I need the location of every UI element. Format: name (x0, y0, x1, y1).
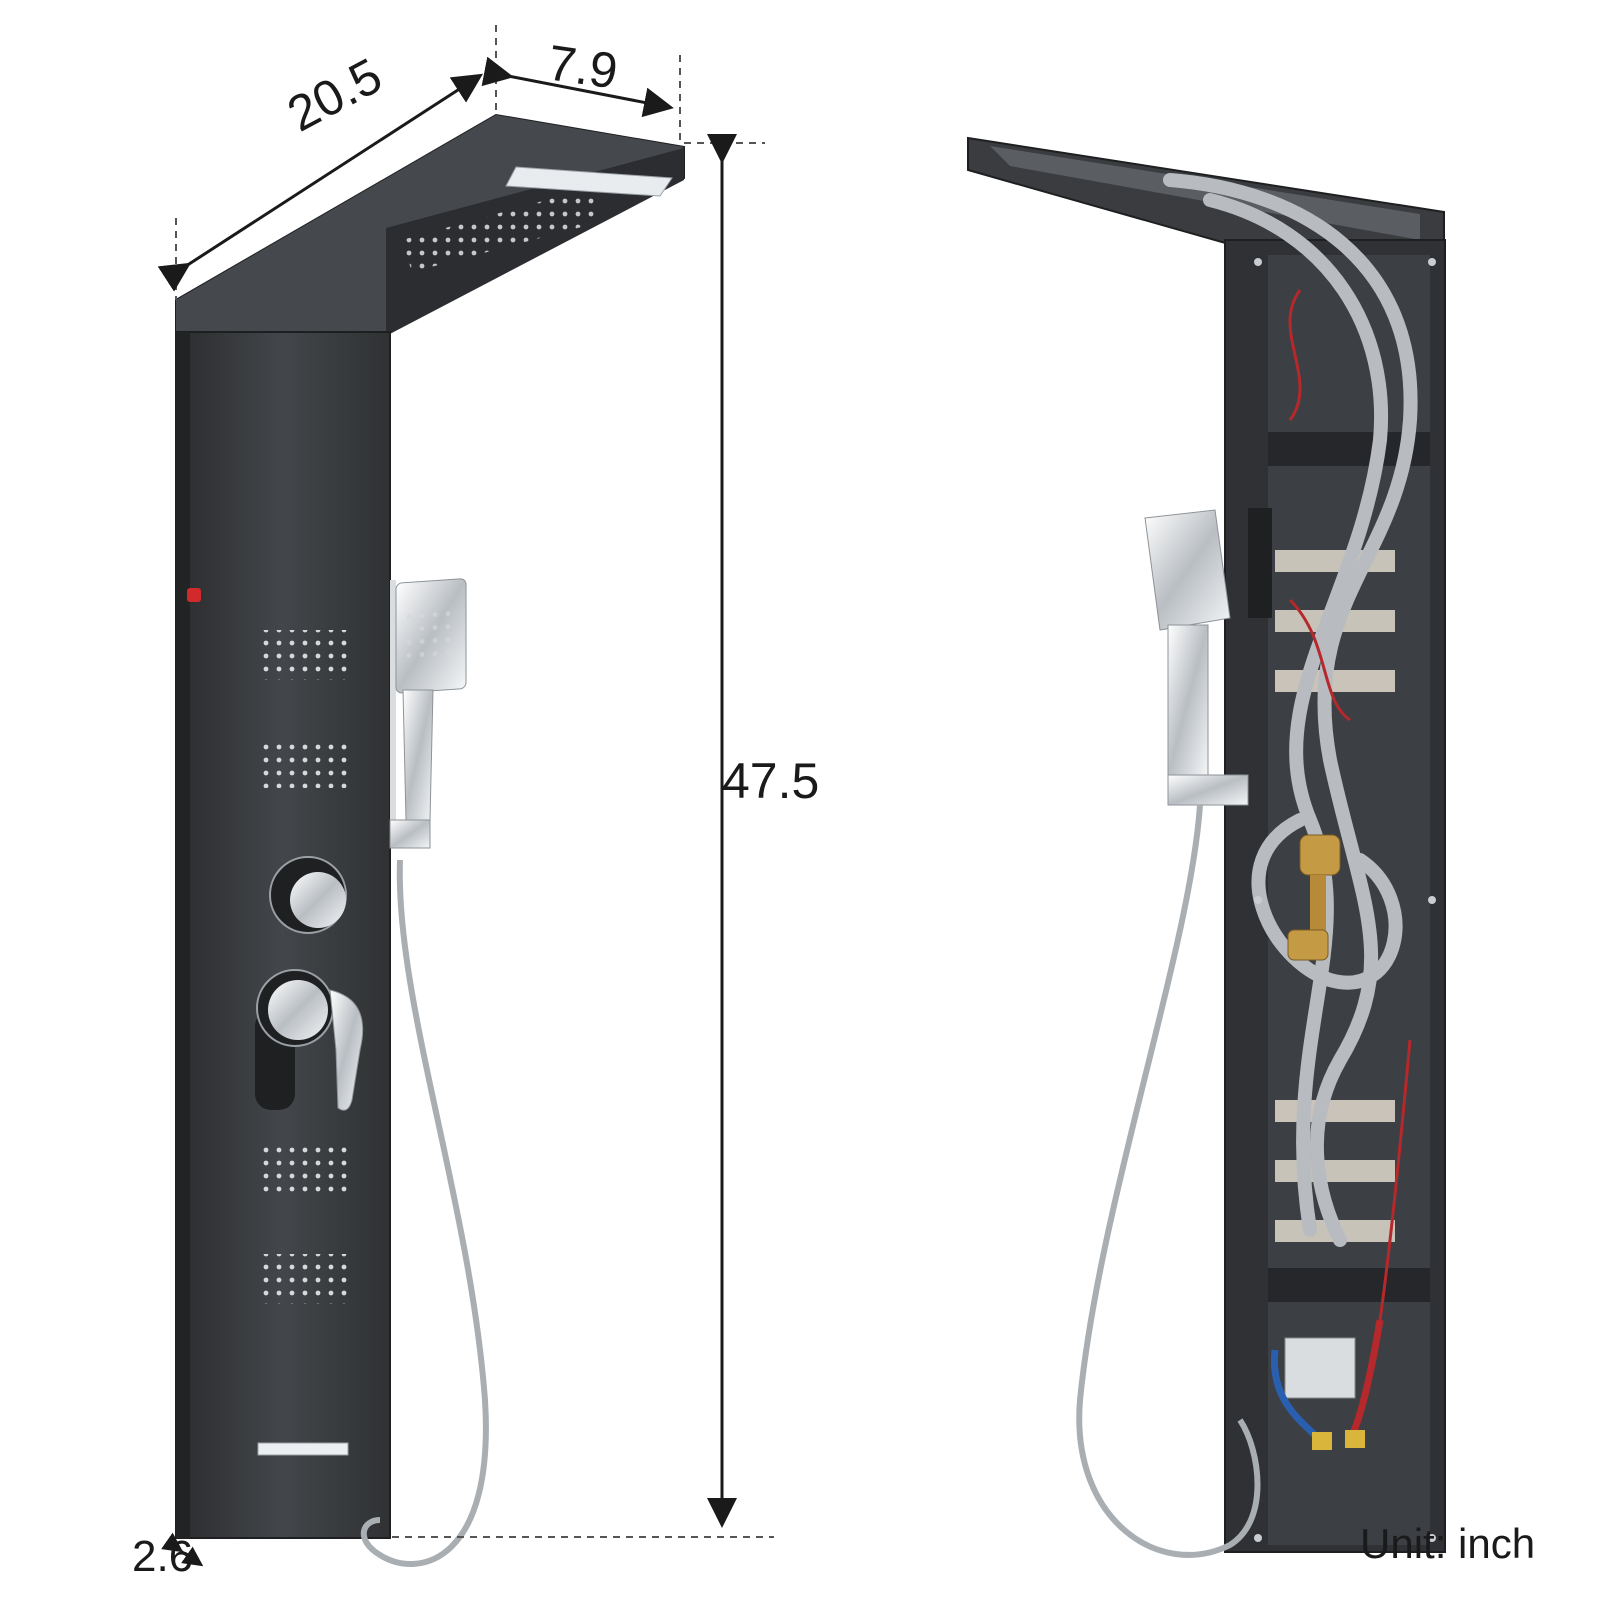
width-arrow (157, 73, 484, 292)
panel-column (175, 331, 391, 1539)
temperature-indicator (187, 588, 201, 602)
body-jet-1 (262, 630, 354, 680)
led-wire (1288, 289, 1412, 1321)
depth-label: 7.9 (544, 34, 622, 100)
hand-shower-hose (360, 859, 489, 1567)
frame-screws (1254, 258, 1436, 1542)
back-shower-panel (967, 136, 1446, 1558)
unit-label: Unit: inch (1360, 1520, 1536, 1567)
height-label: 47.5 (722, 753, 820, 809)
dimension-lines (157, 25, 774, 1567)
waterfall-slot (505, 166, 673, 197)
bottom-waterfall-spout (257, 1442, 349, 1456)
diverter-knob (269, 856, 347, 934)
front-shower-panel (175, 113, 685, 1567)
hand-shower (389, 578, 467, 849)
water-inlets (1270, 1319, 1384, 1450)
body-jet-2 (262, 738, 354, 788)
back-hand-shower (1144, 508, 1272, 806)
back-hand-shower-hose (1076, 804, 1261, 1558)
internal-hoses (1163, 173, 1418, 1247)
thickness-arrow (161, 1532, 204, 1567)
thickness-label: 2.6 (132, 1532, 194, 1581)
body-jet-4 (262, 1254, 354, 1304)
internal-bracket-bottom (1268, 1268, 1430, 1302)
depth-arrow (481, 56, 674, 118)
brass-mixing-valve (1287, 834, 1341, 961)
body-jet-3 (262, 1142, 354, 1192)
mixer-valve-handle (255, 969, 364, 1111)
